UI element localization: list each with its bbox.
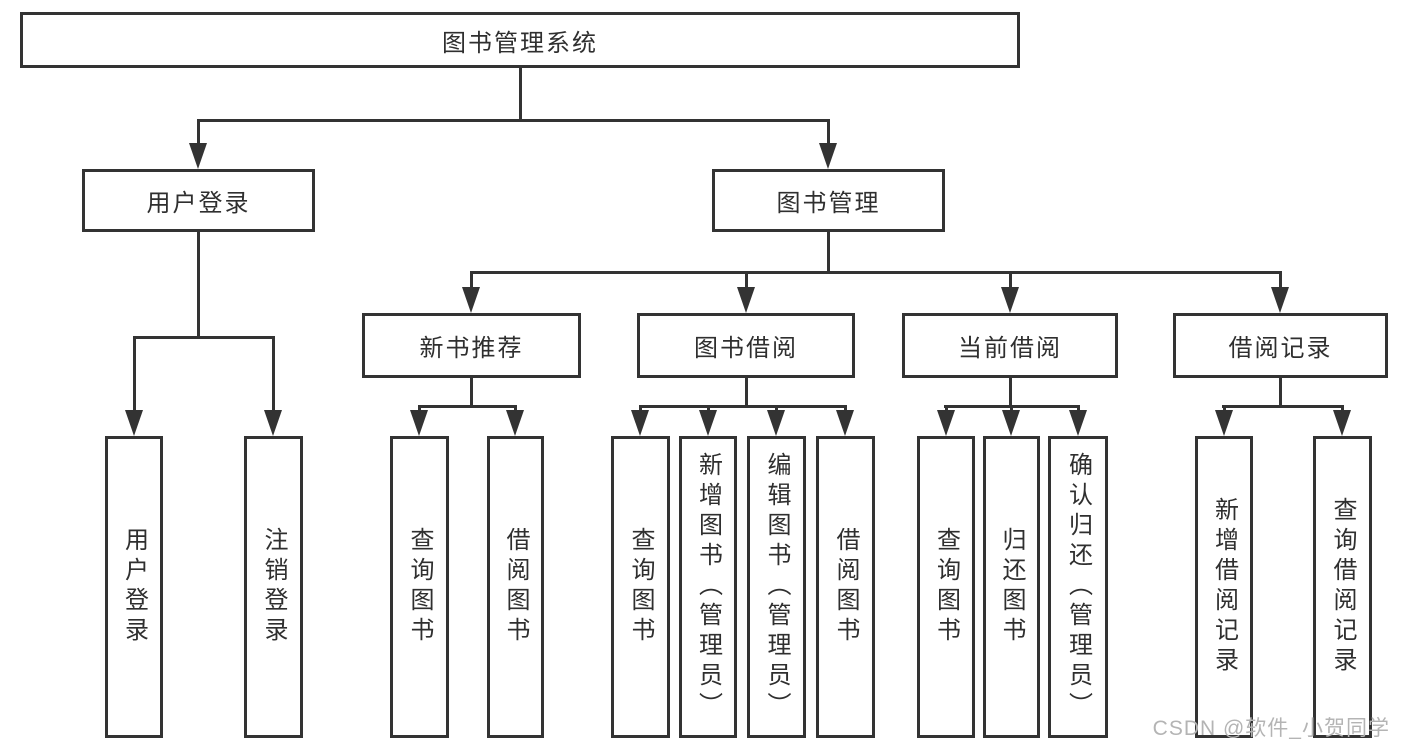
node-label: 用户登录 [146,190,251,217]
node-label: 查询借阅记录 [1329,497,1356,677]
leaf-logout: 注销登录 [244,436,303,738]
arrowhead-down [462,287,480,313]
connector-line [418,405,421,412]
node-label: 新增图书（管理员） [694,452,722,722]
connector-line [272,336,275,410]
connector-line [197,119,200,145]
arrowhead-down [1002,410,1020,436]
connector-line [775,405,778,412]
connector-line [197,119,830,122]
leaf-query-book-2: 查询图书 [611,436,670,738]
arrowhead-down [631,410,649,436]
connector-line [1009,378,1012,405]
leaf-query-borrow-record: 查询借阅记录 [1313,436,1372,738]
connector-line [1341,405,1344,412]
arrowhead-down [506,410,524,436]
connector-line [1010,405,1013,412]
connector-line [639,405,642,412]
connector-line [1279,378,1282,405]
connector-line [418,405,516,408]
node-label: 新书推荐 [419,335,524,362]
node-root: 图书管理系统 [20,12,1020,68]
arrowhead-down [264,410,282,436]
leaf-user-login: 用户登录 [105,436,163,738]
arrowhead-down [410,410,428,436]
arrowhead-down [1215,410,1233,436]
connector-line [133,336,275,339]
leaf-edit-book-admin: 编辑图书（管理员） [747,436,806,738]
node-label: 借阅图书 [502,527,529,647]
arrowhead-down [1333,410,1351,436]
connector-line [197,232,200,336]
node-label: 确认归还（管理员） [1064,452,1092,722]
connector-line [639,405,846,408]
node-borrow-record: 借阅记录 [1173,313,1388,378]
connector-line [745,271,748,289]
node-label: 新增借阅记录 [1210,497,1238,677]
node-label: 借阅记录 [1228,335,1333,362]
node-label: 图书管理系统 [442,29,598,57]
connector-line [470,378,473,405]
node-label: 查询图书 [406,527,433,647]
leaf-borrow-book-2: 借阅图书 [816,436,875,738]
arrowhead-down [125,410,143,436]
connector-line [519,68,522,120]
arrowhead-down [737,287,755,313]
arrowhead-down [836,410,854,436]
leaf-confirm-return-admin: 确认归还（管理员） [1048,436,1108,738]
node-new-book-recommend: 新书推荐 [362,313,581,378]
connector-line [133,336,136,410]
arrowhead-down [1069,410,1087,436]
connector-line [1223,405,1226,412]
leaf-add-book-admin: 新增图书（管理员） [679,436,737,738]
connector-line [470,271,473,289]
arrowhead-down [1001,287,1019,313]
watermark: CSDN @软件_小贺同学 [1152,717,1390,740]
connector-line [945,405,948,412]
node-label: 用户登录 [120,527,148,647]
connector-line [844,405,847,412]
connector-line [1279,271,1282,289]
node-label: 查询图书 [932,527,960,647]
node-label: 当前借阅 [958,335,1062,362]
arrowhead-down [767,410,785,436]
leaf-return-book: 归还图书 [983,436,1040,738]
node-label: 图书借阅 [694,335,798,362]
leaf-add-borrow-record: 新增借阅记录 [1195,436,1253,738]
connector-line [707,405,710,412]
connector-line [514,405,517,412]
arrowhead-down [699,410,717,436]
arrowhead-down [1271,287,1289,313]
node-book-borrow: 图书借阅 [637,313,855,378]
node-label: 图书管理 [776,190,881,217]
connector-line [1009,271,1012,289]
leaf-query-book-1: 查询图书 [390,436,449,738]
connector-line [1077,405,1080,412]
node-label: 归还图书 [998,527,1025,647]
leaf-query-book-3: 查询图书 [917,436,975,738]
node-label: 编辑图书（管理员） [763,452,790,722]
node-label: 查询图书 [627,527,654,647]
node-label: 借阅图书 [832,527,859,647]
connector-line [745,378,748,405]
connector-line [470,271,1281,274]
arrowhead-down [937,410,955,436]
leaf-borrow-book-1: 借阅图书 [487,436,544,738]
node-user-login: 用户登录 [82,169,315,232]
connector-line [827,232,830,271]
connector-line [1222,405,1344,408]
connector-line [827,119,830,145]
arrowhead-down [189,143,207,169]
arrowhead-down [819,143,837,169]
node-book-management: 图书管理 [712,169,945,232]
node-label: 注销登录 [260,527,287,647]
node-current-borrow: 当前借阅 [902,313,1118,378]
